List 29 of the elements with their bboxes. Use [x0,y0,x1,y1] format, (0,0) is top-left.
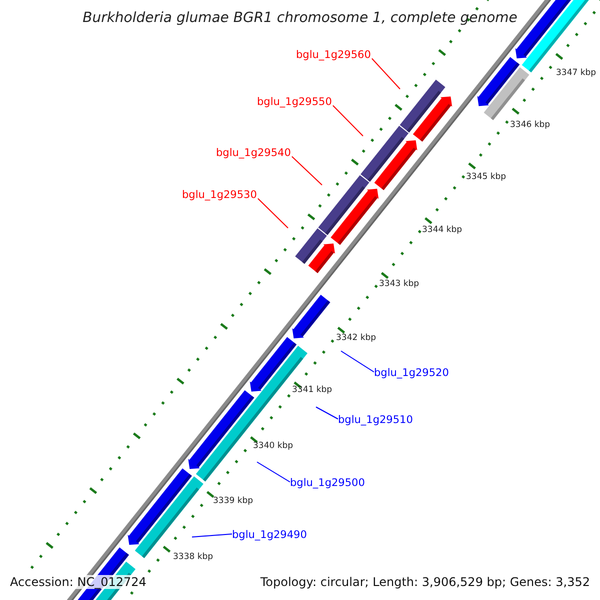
scale-label: 3340 kbp [253,442,294,450]
leader-line [192,534,232,538]
scale-label: 3341 kbp [292,386,332,394]
leader-line [291,156,322,186]
gene-label: bglu_1g29500 [290,478,365,488]
scale-label: 3345 kbp [466,173,506,182]
gene-label: bglu_1g29550 [257,97,332,108]
leader-line [257,198,288,228]
leader-line [332,105,364,136]
footer-text: Topology: circular; Length: 3,906,529 bp; Genes: 3,352 [258,575,592,589]
gene-label: bglu_1g29540 [216,148,291,158]
leader-line [256,462,290,482]
scale-label: 3339 kbp [213,497,254,506]
gene-label: bglu_1g29530 [182,190,257,200]
scale-label: 3343 kbp [379,280,420,288]
gene-label: bglu_1g29520 [374,368,449,378]
leader-line [371,58,400,90]
leader-line [316,406,338,420]
leader-line [340,350,374,372]
scale-label: 3342 kbp [336,334,376,342]
scale-label: 3347 kbp [556,69,596,78]
footer-text: Accession: NC_012724 [8,575,148,589]
gene-label: bglu_1g29510 [338,415,413,426]
map-title: Burkholderia glumae BGR1 chromosome 1, complete genome [82,11,518,25]
scale-label: 3338 kbp [173,553,214,562]
scale-label: 3346 kbp [510,121,550,130]
scale-label: 3344 kbp [422,226,462,234]
gene-label: bglu_1g29490 [232,530,307,540]
gene-label: bglu_1g29560 [296,50,371,60]
